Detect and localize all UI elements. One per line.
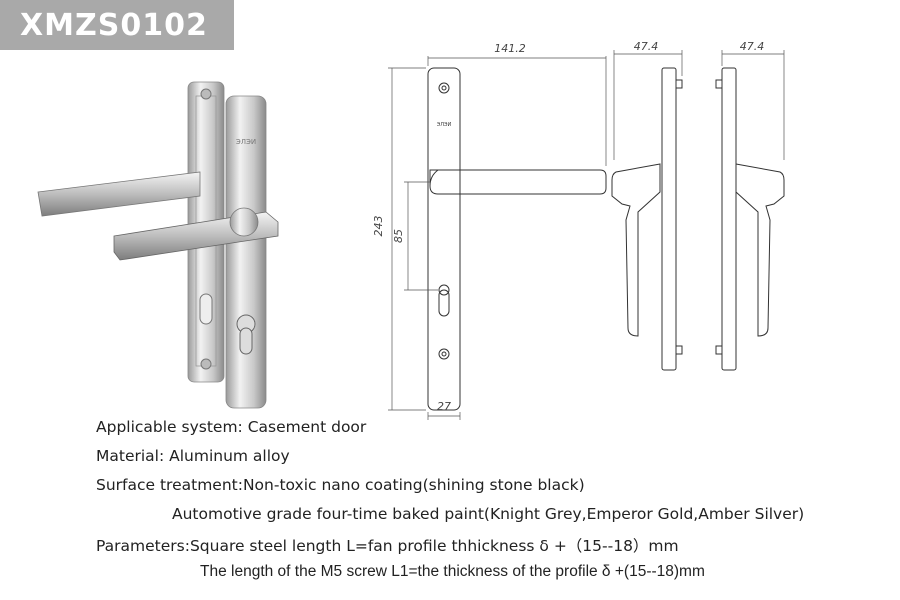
svg-text:ЭЛЭИ: ЭЛЭИ [236,138,256,146]
spec-material: Material: Aluminum alloy [96,447,290,465]
drawing-logo: ЭЛЭИ [437,122,452,128]
dim-handle-to-cylinder: 85 [392,229,405,243]
svg-text:85: 85 [392,229,405,243]
technical-drawing: ЭЛЭИ 141.2 243 85 27 [372,40,785,420]
dim-side-depth-1: 47.4 [634,40,659,53]
dim-front-width: 141.2 [494,42,526,55]
svg-text:243: 243 [372,216,385,237]
model-code: XMZS0102 [20,7,208,43]
dim-plate-width: 27 [437,400,451,413]
dim-side-depth-2: 47.4 [740,40,765,53]
spec-surface-treatment: Surface treatment:Non-toxic nano coating… [96,476,585,494]
spec-screw-length: The length of the M5 screw L1=the thickn… [200,563,705,580]
drawing-front-plate [427,67,461,411]
svg-text:47.4: 47.4 [634,40,659,53]
svg-text:ЭЛЭИ: ЭЛЭИ [437,122,452,128]
dim-overall-height: 243 [372,216,385,237]
plate-logo: ЭЛЭИ [236,138,256,146]
spec-parameters: Parameters:Square steel length L=fan pro… [96,537,679,555]
drawing-side-view-1 [611,67,683,371]
drawing-handle [429,169,607,195]
spec-applicable-system: Applicable system: Casement door [96,418,367,436]
model-badge: XMZS0102 [0,0,234,50]
spec-paint: Automotive grade four-time baked paint(K… [172,505,805,523]
front-plate [225,95,267,409]
drawing-side-view-2 [715,67,785,371]
svg-text:47.4: 47.4 [740,40,765,53]
product-photo: ЭЛЭИ [37,81,279,409]
svg-text:27: 27 [437,400,451,413]
back-lever [37,171,201,217]
svg-text:141.2: 141.2 [494,42,526,55]
